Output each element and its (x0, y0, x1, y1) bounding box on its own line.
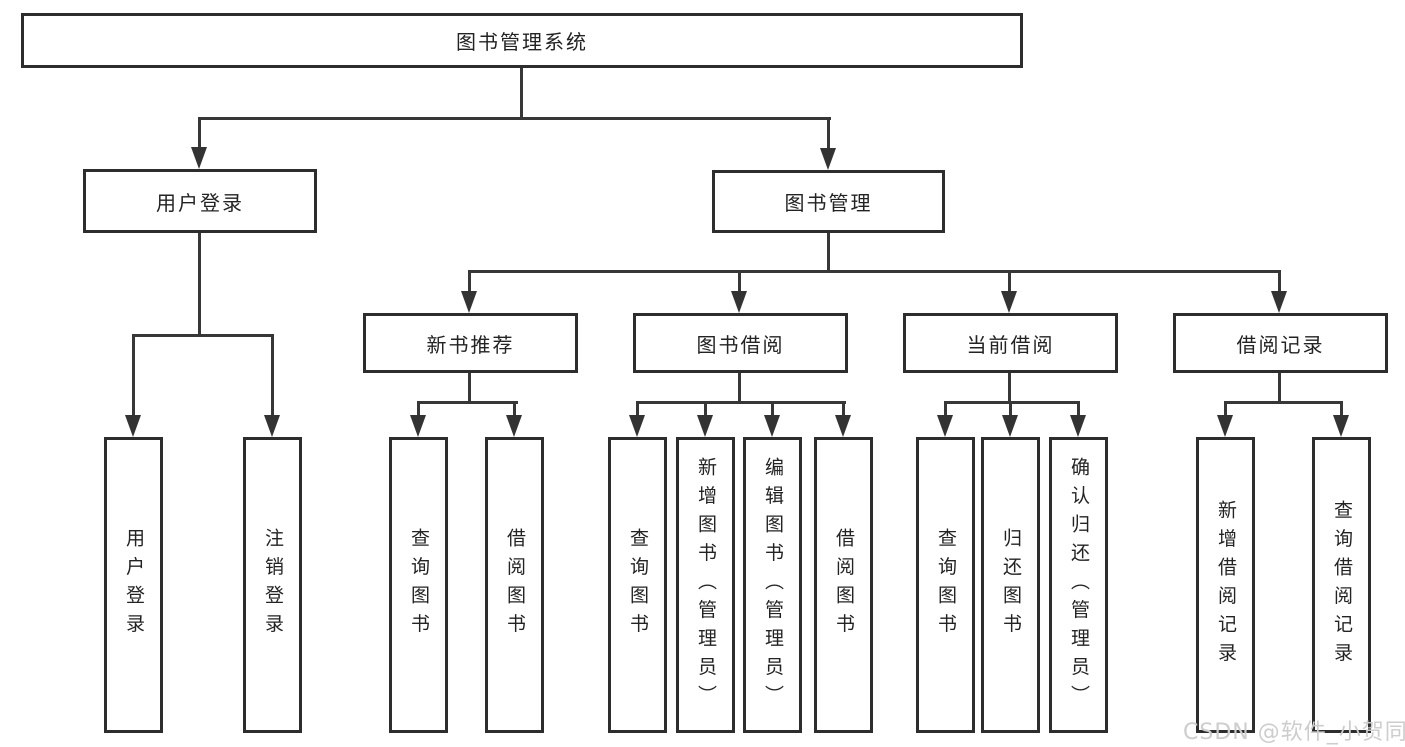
arrow-down-icon (731, 291, 747, 313)
connector-leaf-stub (704, 401, 707, 416)
leaf-add-borrow-record-label: 新增借阅记录 (1215, 499, 1237, 671)
connector-leaf-stub (842, 401, 845, 416)
leaf-query-book-borrow: 查询图书 (608, 437, 667, 733)
connector-leaf-stub (513, 401, 516, 416)
leaf-query-book-borrow-label: 查询图书 (627, 528, 649, 642)
arrow-down-icon (764, 415, 780, 437)
node-root: 图书管理系统 (21, 13, 1023, 68)
arrow-down-icon (835, 415, 851, 437)
connector-to-user-login (198, 117, 201, 149)
arrow-down-icon (264, 415, 280, 437)
arrow-down-icon (1271, 291, 1287, 313)
csdn-watermark: CSDN @软件_小贺同学 (1183, 720, 1405, 745)
connector-to-current-borrow (1008, 270, 1011, 292)
connector-borrow-records-stem (1278, 373, 1281, 403)
arrow-down-icon (506, 415, 522, 437)
node-book-borrow: 图书借阅 (633, 313, 848, 373)
connector-leaf-stub (636, 401, 639, 416)
leaf-user-login: 用户登录 (104, 437, 163, 733)
connector-leaf-stub (1224, 401, 1227, 416)
node-current-borrow-label: 当前借阅 (966, 332, 1055, 357)
connector-leaf-stub (1077, 401, 1080, 416)
connector-to-book-borrow (738, 270, 741, 292)
leaf-add-book-admin: 新增图书（管理员） (676, 437, 735, 733)
node-book-borrow-label: 图书借阅 (696, 332, 785, 357)
arrow-down-icon (1217, 415, 1233, 437)
arrow-down-icon (1001, 291, 1017, 313)
node-user-login: 用户登录 (83, 169, 317, 233)
leaf-confirm-return-admin: 确认归还（管理员） (1049, 437, 1108, 733)
connector-book-mgmt-rail (468, 270, 1281, 273)
node-borrow-records: 借阅记录 (1173, 313, 1388, 373)
connector-book-mgmt-stem (827, 233, 830, 272)
connector-to-borrow-records (1278, 270, 1281, 292)
arrow-down-icon (1333, 415, 1349, 437)
arrow-down-icon (697, 415, 713, 437)
node-user-login-label: 用户登录 (156, 190, 244, 215)
connector-root-rail (198, 117, 831, 120)
connector-to-leaf-logout (271, 334, 274, 416)
node-new-book-recommend-label: 新书推荐 (426, 332, 515, 357)
node-borrow-records-label: 借阅记录 (1236, 332, 1325, 357)
node-current-borrow: 当前借阅 (903, 313, 1118, 373)
leaf-add-book-admin-label: 新增图书（管理员） (695, 456, 717, 714)
arrow-down-icon (629, 415, 645, 437)
connector-to-book-management (827, 117, 830, 149)
connector-leaf-stub (1009, 401, 1012, 416)
leaf-query-book-current: 查询图书 (916, 437, 975, 733)
connector-borrow-records-rail (1224, 401, 1343, 404)
connector-user-login-rail (132, 334, 274, 337)
connector-to-new-books (468, 270, 471, 292)
node-book-management-label: 图书管理 (784, 191, 873, 215)
arrow-down-icon (820, 148, 836, 170)
arrow-down-icon (1070, 415, 1086, 437)
leaf-edit-book-admin: 编辑图书（管理员） (743, 437, 802, 733)
node-new-book-recommend: 新书推荐 (363, 313, 578, 373)
connector-book-borrow-stem (738, 373, 741, 403)
leaf-borrow-book: 借阅图书 (814, 437, 873, 733)
connector-book-borrow-rail (636, 401, 846, 404)
node-book-management: 图书管理 (712, 170, 945, 233)
connector-to-leaf-user-login (132, 334, 135, 416)
arrow-down-icon (461, 291, 477, 313)
connector-leaf-stub (417, 401, 420, 416)
leaf-logout-label: 注销登录 (262, 528, 284, 642)
leaf-query-book-recommend: 查询图书 (389, 437, 448, 733)
leaf-query-book-recommend-label: 查询图书 (408, 528, 430, 642)
connector-current-borrow-stem (1008, 373, 1011, 403)
connector-leaf-stub (771, 401, 774, 416)
arrow-down-icon (410, 415, 426, 437)
leaf-query-book-current-label: 查询图书 (935, 528, 957, 642)
leaf-borrow-book-recommend-label: 借阅图书 (504, 528, 526, 642)
leaf-confirm-return-admin-label: 确认归还（管理员） (1068, 456, 1090, 714)
leaf-query-borrow-record-label: 查询借阅记录 (1331, 499, 1353, 671)
leaf-add-borrow-record: 新增借阅记录 (1196, 437, 1255, 733)
connector-user-login-stem (198, 233, 201, 336)
connector-leaf-stub (1340, 401, 1343, 416)
leaf-borrow-book-recommend: 借阅图书 (485, 437, 544, 733)
leaf-query-borrow-record: 查询借阅记录 (1312, 437, 1371, 733)
leaf-user-login-label: 用户登录 (123, 528, 145, 642)
connector-root-stem (520, 68, 523, 119)
leaf-borrow-book-label: 借阅图书 (833, 528, 855, 642)
arrow-down-icon (191, 147, 207, 169)
connector-new-books-stem (468, 373, 471, 403)
node-root-label: 图书管理系统 (456, 30, 588, 54)
leaf-logout: 注销登录 (243, 437, 302, 733)
arrow-down-icon (1002, 415, 1018, 437)
arrow-down-icon (125, 415, 141, 437)
connector-new-books-rail (417, 401, 518, 404)
connector-current-borrow-rail (944, 401, 1080, 404)
arrow-down-icon (937, 415, 953, 437)
connector-leaf-stub (944, 401, 947, 416)
leaf-edit-book-admin-label: 编辑图书（管理员） (762, 456, 784, 714)
leaf-return-book-label: 归还图书 (1000, 528, 1022, 642)
leaf-return-book: 归还图书 (981, 437, 1040, 733)
